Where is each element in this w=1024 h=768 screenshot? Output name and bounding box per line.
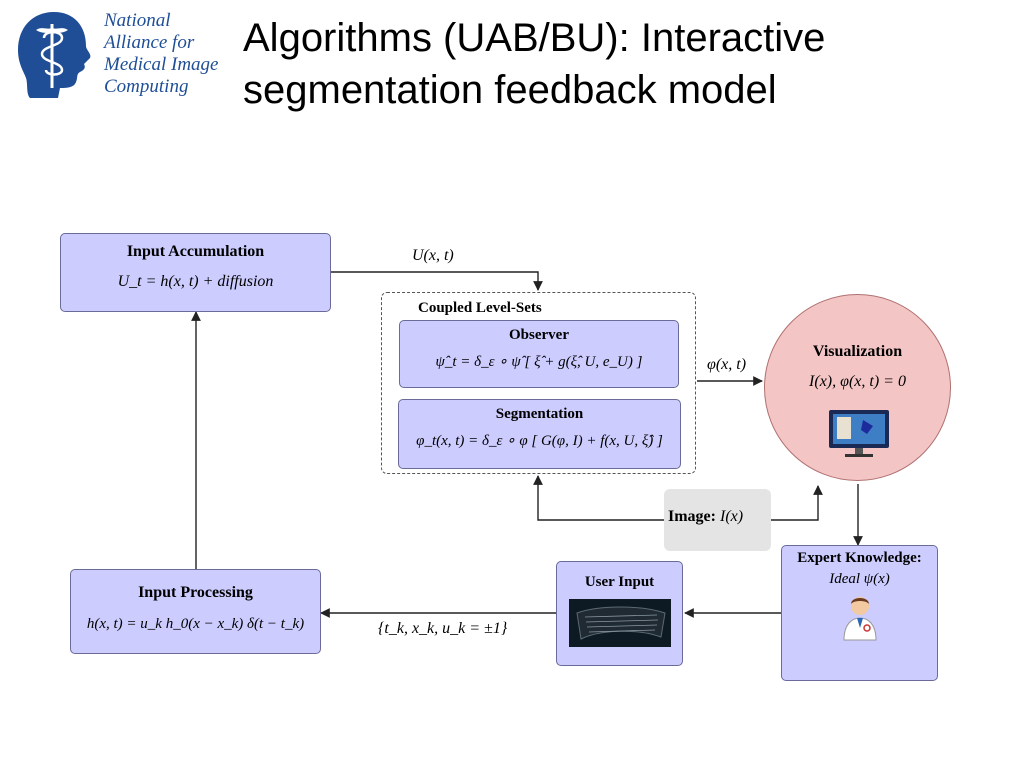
expert-knowledge-title: Expert Knowledge:	[797, 550, 922, 566]
visualization-equation: I(x), φ(x, t) = 0	[809, 373, 906, 390]
user-input-title: User Input	[584, 574, 655, 590]
user-input-box: User Input	[556, 561, 683, 666]
input-processing-box: Input Processing h(x, t) = u_k h_0(x − x…	[70, 569, 321, 654]
input-processing-title: Input Processing	[138, 584, 253, 601]
arrow-accum-to-coupled	[331, 271, 543, 291]
logo-line-3: Medical Image	[104, 54, 219, 75]
keyboard-icon	[568, 599, 671, 647]
coupled-level-sets-group	[381, 292, 696, 474]
segmentation-box: Segmentation φ_t(x, t) = δ_ε ∘ φ [ G(φ, …	[398, 399, 681, 469]
image-box	[664, 489, 771, 551]
u-label: U(x, t)	[412, 247, 454, 264]
doctor-icon	[842, 597, 877, 641]
namic-logo: National Alliance for Medical Image Comp…	[14, 8, 234, 104]
arrow-image-to-coupled	[533, 475, 664, 521]
monitor-icon	[829, 410, 889, 457]
input-accumulation-equation: U_t = h(x, t) + diffusion	[117, 273, 274, 290]
user-input-set-label: {t_k, x_k, u_k = ±1}	[378, 620, 508, 637]
image-label-bold: Image:	[668, 508, 716, 525]
input-accumulation-box: Input Accumulation U_t = h(x, t) + diffu…	[60, 233, 331, 312]
input-accumulation-title: Input Accumulation	[126, 243, 265, 260]
head-caduceus-icon	[18, 12, 91, 98]
observer-title: Observer	[509, 327, 569, 343]
expert-knowledge-equation: Ideal ψ(x)	[829, 571, 890, 587]
input-processing-equation: h(x, t) = u_k h_0(x − x_k) δ(t − t_k)	[86, 616, 305, 632]
observer-box: Observer ψ̂_t = δ_ε ∘ ψ̂ [ ξ̂ + g(ξ̂, U,…	[399, 320, 679, 388]
image-label-formula: I(x)	[719, 508, 744, 525]
expert-knowledge-box: Expert Knowledge: Ideal ψ(x)	[781, 545, 938, 681]
slide-title: Algorithms (UAB/BU): Interactive segment…	[243, 12, 1003, 116]
logo-line-2: Alliance for	[104, 32, 195, 53]
segmentation-equation: φ_t(x, t) = δ_ε ∘ φ [ G(φ, I) + f(x, U, …	[416, 433, 663, 449]
logo-line-1: National	[104, 10, 171, 31]
segmentation-title: Segmentation	[495, 406, 584, 422]
arrow-image-to-visual	[771, 485, 823, 521]
coupled-level-sets-title: Coupled Level-Sets	[418, 300, 542, 316]
title-line-2: segmentation feedback model	[243, 68, 777, 112]
phi-label: φ(x, t)	[707, 356, 747, 373]
logo-text: National Alliance for Medical Image Comp…	[104, 10, 218, 98]
visualization-title: Visualization	[812, 343, 903, 360]
image-label: Image: I(x)	[668, 508, 743, 526]
logo-line-4: Computing	[104, 76, 189, 97]
title-line-1: Algorithms (UAB/BU): Interactive	[243, 16, 826, 60]
observer-equation: ψ̂_t = δ_ε ∘ ψ̂ [ ξ̂ + g(ξ̂, U, e_U) ]	[435, 354, 643, 370]
